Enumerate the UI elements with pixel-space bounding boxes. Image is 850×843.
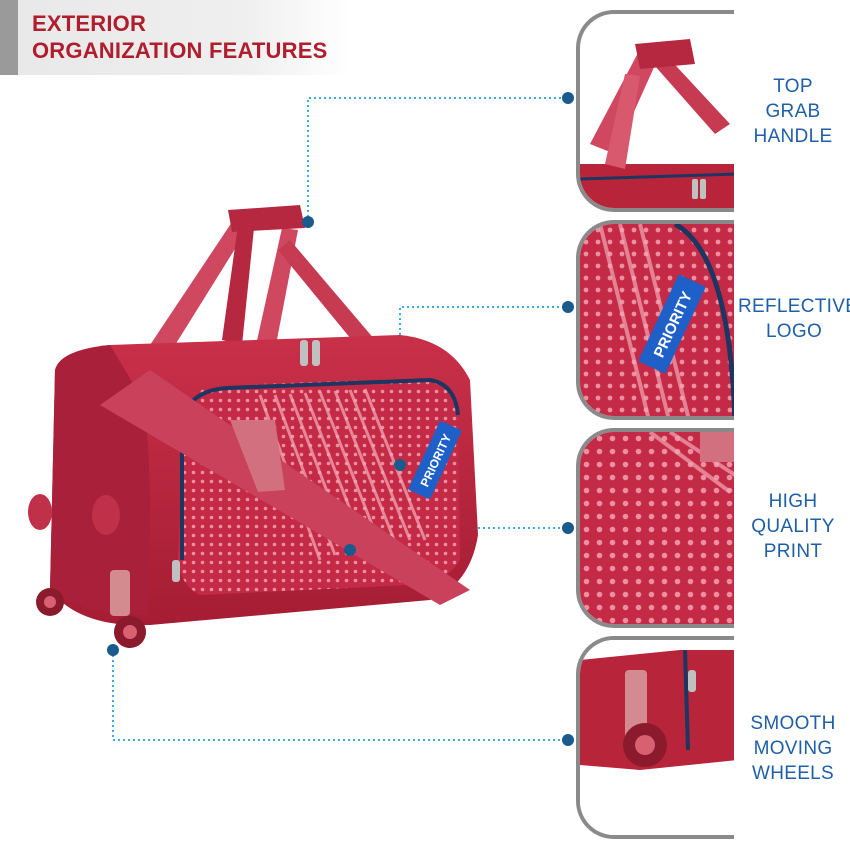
feature-panel-logo: PRIORITY (576, 220, 734, 420)
dot-logo-bag (394, 459, 406, 471)
feature-panel-print (576, 428, 734, 628)
section-title-line2: ORGANIZATION FEATURES (32, 38, 328, 63)
connector-handle (307, 97, 568, 222)
logo-closeup: PRIORITY (580, 224, 734, 416)
feature-label-print: HIGH QUALITY PRINT (738, 489, 848, 564)
feature-label-wheels-line2: MOVING (753, 738, 833, 759)
feature-label-handle-line1: TOP (773, 76, 813, 97)
feature-label-wheels-line3: WHEELS (751, 763, 835, 784)
dot-handle-bag (302, 216, 314, 228)
bag-body (28, 335, 478, 648)
dot-print-panel (562, 522, 574, 534)
dot-handle-panel (562, 92, 574, 104)
bag-handles (150, 205, 375, 350)
feature-label-handle: TOP GRAB HANDLE (738, 74, 848, 149)
feature-panel-wheels (576, 636, 734, 839)
print-closeup (580, 432, 734, 624)
dot-wheels-panel (562, 734, 574, 746)
connector-logo (399, 306, 568, 465)
dot-wheels-bag (107, 644, 119, 656)
feature-label-wheels-line1: SMOOTH (750, 713, 836, 734)
feature-panel-handle (576, 10, 734, 212)
feature-label-print-line1: HIGH (768, 491, 818, 512)
feature-label-logo: REFLECTIVE LOGO (738, 294, 850, 344)
section-title-line1: EXTERIOR (32, 11, 147, 36)
section-header: EXTERIOR ORGANIZATION FEATURES (0, 0, 350, 75)
feature-label-logo-line2: LOGO (765, 321, 823, 342)
feature-label-logo-line1: REFLECTIVE (738, 296, 850, 317)
dot-print-bag (344, 544, 356, 556)
wheels-closeup (580, 640, 734, 835)
feature-label-print-line3: PRINT (763, 541, 823, 562)
section-title: EXTERIOR ORGANIZATION FEATURES (32, 10, 328, 64)
feature-label-handle-line3: HANDLE (753, 126, 833, 147)
connector-wheels (112, 650, 568, 741)
handle-closeup (580, 39, 734, 208)
feature-label-wheels: SMOOTH MOVING WHEELS (738, 711, 848, 786)
dot-logo-panel (562, 301, 574, 313)
header-accent-bar (0, 0, 18, 75)
feature-label-handle-line2: GRAB (765, 101, 821, 122)
feature-label-print-line2: QUALITY (751, 516, 835, 537)
